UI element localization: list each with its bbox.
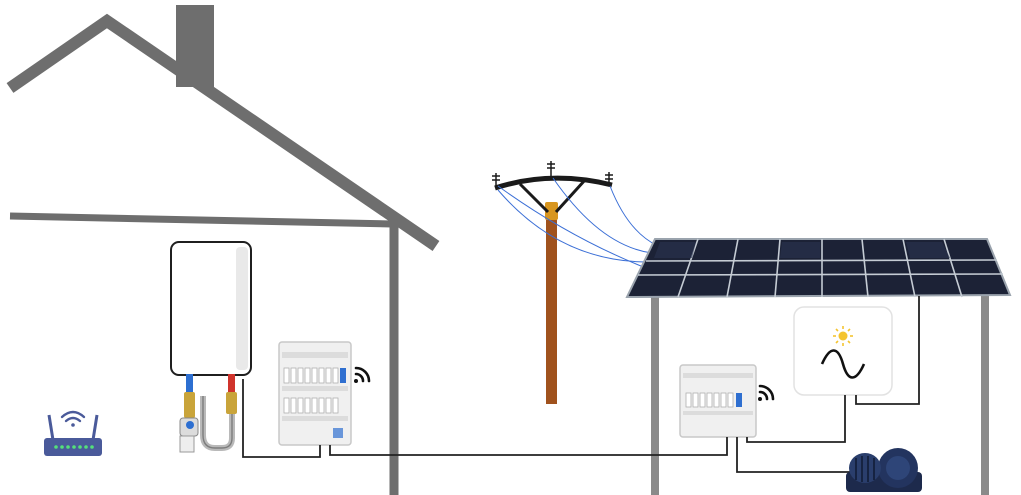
cold-pipe [186, 374, 193, 392]
solar-panel-grid [637, 238, 1004, 298]
house-roof [6, 13, 440, 251]
water-pump-icon [846, 448, 922, 492]
cable-panel-to-pump [736, 437, 850, 473]
pole-crossarm [494, 175, 613, 191]
house-breaker-panel [278, 341, 352, 446]
carport-post-right [981, 294, 989, 495]
utility-pole [492, 161, 659, 404]
sine-wave-icon [820, 349, 866, 379]
sun-icon [833, 326, 853, 346]
grid-wires [497, 177, 659, 269]
wifi-signal-icon-carport [758, 384, 775, 401]
house [6, 13, 440, 495]
cables [242, 296, 920, 473]
pole-insulator-base [545, 202, 558, 220]
pole-insulators [492, 161, 613, 188]
pole-shaft [546, 206, 557, 404]
carport-breaker-panel [679, 364, 757, 438]
solar-carport [625, 238, 1012, 495]
cable-heater-to-panel [242, 379, 321, 458]
solar-inverter [793, 306, 893, 396]
carport-post-left [651, 294, 659, 495]
water-heater-icon [170, 241, 252, 453]
hot-pipe [228, 374, 235, 392]
pole-brace-left [518, 182, 550, 214]
solar-cell-shading [654, 242, 950, 258]
water-heater-valves [179, 392, 237, 453]
cable-inverter-to-array [855, 296, 920, 405]
carport-breaker-indicator [736, 393, 742, 407]
cable-house-to-carport [329, 437, 728, 456]
house-ceiling [9, 212, 393, 228]
chimney [176, 5, 214, 87]
breaker-indicator [340, 368, 346, 383]
pole-brace-right [554, 178, 587, 214]
cable-panel-to-inverter [746, 395, 846, 443]
wifi-signal-icon [354, 366, 371, 383]
wifi-router-icon [44, 410, 102, 456]
